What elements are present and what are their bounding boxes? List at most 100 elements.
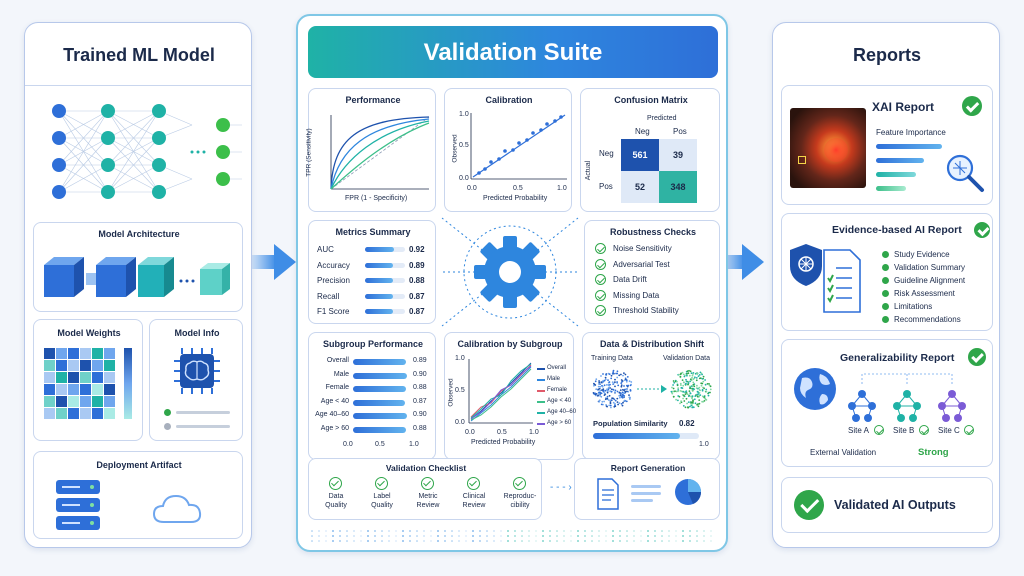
roc-curve-chart <box>330 115 430 190</box>
legend-swatch <box>537 368 545 370</box>
metric-bar <box>365 293 393 299</box>
y-tick: 0.5 <box>455 387 465 394</box>
xai-report-card[interactable]: XAI Report Feature Importance <box>781 85 993 205</box>
distribution-shift-card: Data & Distribution Shift Training Data … <box>582 332 720 460</box>
calsub-title: Calibration by Subgroup <box>457 339 563 349</box>
flow-arrow-head <box>274 244 296 280</box>
report-line <box>631 499 653 502</box>
metric-label: F1 Score <box>317 307 350 316</box>
validated-check-icon <box>794 490 824 520</box>
general-title: Generalizability Report <box>840 352 955 364</box>
subgroup-value: 0.90 <box>413 370 427 378</box>
checklist-label: Data <box>328 493 344 500</box>
site-check-icon <box>874 425 884 435</box>
robustness-item: Missing Data <box>613 290 660 300</box>
check-icon <box>513 477 526 490</box>
legend-label: Overall <box>547 365 567 371</box>
flow-arrow <box>252 255 276 269</box>
info-line <box>176 411 230 414</box>
globe-icon <box>794 368 836 410</box>
checklist-title: Validation Checklist <box>385 463 467 473</box>
report-line <box>631 485 661 488</box>
robustness-item: Threshold Stability <box>613 306 679 315</box>
architecture-blocks-icon <box>44 257 230 297</box>
legend-label: Age 40–60 <box>547 409 577 415</box>
evidence-item: Recommendations <box>894 315 961 324</box>
site-label: Site B <box>893 426 915 435</box>
legend-swatch <box>537 390 545 392</box>
reports-panel: Reports XAI Report Feature Importance Ev… <box>772 22 1000 548</box>
subgroup-label: Overall <box>326 357 349 364</box>
y-tick: 1.0 <box>455 355 465 362</box>
check-icon <box>595 258 606 270</box>
bullet-check-icon <box>882 303 889 310</box>
info-status-dot <box>164 409 171 416</box>
subgroup-bar <box>353 372 407 379</box>
legend-swatch <box>537 401 545 403</box>
calibration-subgroup-card: Calibration by Subgroup 1.0 0.5 0.0 Obse… <box>444 332 577 460</box>
check-icon <box>595 305 606 316</box>
checklist-label: Reproduc- <box>503 493 537 500</box>
model-weights-card: Model Weights <box>33 319 143 441</box>
document-icon <box>597 478 619 510</box>
checklist-label: Label <box>373 493 391 500</box>
weights-heatmap <box>44 348 132 419</box>
robustness-item: Data Drift <box>613 275 647 284</box>
validated-outputs-card[interactable]: Validated AI Outputs <box>781 477 993 533</box>
weights-title: Model Weights <box>57 328 121 338</box>
confusion-title: Confusion Matrix <box>614 95 688 105</box>
bullet-check-icon <box>882 290 889 297</box>
subgroup-bar <box>353 426 406 433</box>
similarity-track <box>593 433 699 439</box>
subgroup-value: 0.88 <box>413 424 427 432</box>
training-label: Training Data <box>591 355 633 362</box>
feature-bar <box>876 172 916 177</box>
confusion-matrix-card: Confusion Matrix Predicted Neg Pos Actua… <box>580 88 720 212</box>
check-icon <box>595 243 606 254</box>
legend-swatch <box>537 423 545 425</box>
evidence-item: Risk Assessment <box>894 289 955 298</box>
subgroup-value: 0.87 <box>413 397 427 405</box>
site-label: Site C <box>938 426 960 435</box>
server-stack-icon <box>56 480 100 530</box>
legend-swatch <box>537 412 545 414</box>
gear-icon <box>474 236 546 308</box>
metric-bar <box>365 309 393 314</box>
site-check-icon <box>919 425 929 435</box>
cell-fp: 39 <box>659 139 697 171</box>
metrics-title: Metrics Summary <box>335 227 411 237</box>
metric-label: Accuracy <box>317 260 350 270</box>
subgroup-label: Age 40–60 <box>315 411 349 418</box>
external-validation-label: External Validation <box>810 448 877 457</box>
calsub-xlabel: Predicted Probability <box>471 439 536 446</box>
distribution-clouds <box>592 369 712 409</box>
evidence-title: Evidence-based AI Report <box>832 224 962 236</box>
architecture-title: Model Architecture <box>98 229 180 239</box>
xai-check-icon <box>962 96 982 116</box>
saliency-image <box>790 108 866 188</box>
flow-arrow-head <box>742 244 764 280</box>
calsub-ylabel: Observed <box>447 378 455 407</box>
legend-swatch <box>537 379 545 381</box>
evidence-item: Study Evidence <box>894 250 950 259</box>
evidence-item: Validation Summary <box>894 263 965 272</box>
subgroup-label: Male <box>333 370 349 378</box>
subgroup-bar <box>353 386 406 392</box>
x-tick: 0.5 <box>497 429 507 436</box>
performance-card: Performance TPR (Sensitivity) FPR (1 - S… <box>306 88 436 212</box>
metric-value: 0.92 <box>409 245 425 254</box>
row-neg: Neg <box>599 149 614 158</box>
col-pos: Pos <box>673 127 687 136</box>
x-tick: 1.0 <box>529 429 539 436</box>
y-tick: 0.5 <box>459 142 469 149</box>
y-tick: 0.0 <box>455 419 465 426</box>
legend-label: Age > 60 <box>547 420 572 426</box>
metric-value: 0.88 <box>409 276 425 285</box>
model-architecture-card: Model Architecture <box>33 222 243 312</box>
similarity-fill <box>593 433 680 439</box>
report-line <box>631 492 661 495</box>
check-icon <box>421 477 434 490</box>
